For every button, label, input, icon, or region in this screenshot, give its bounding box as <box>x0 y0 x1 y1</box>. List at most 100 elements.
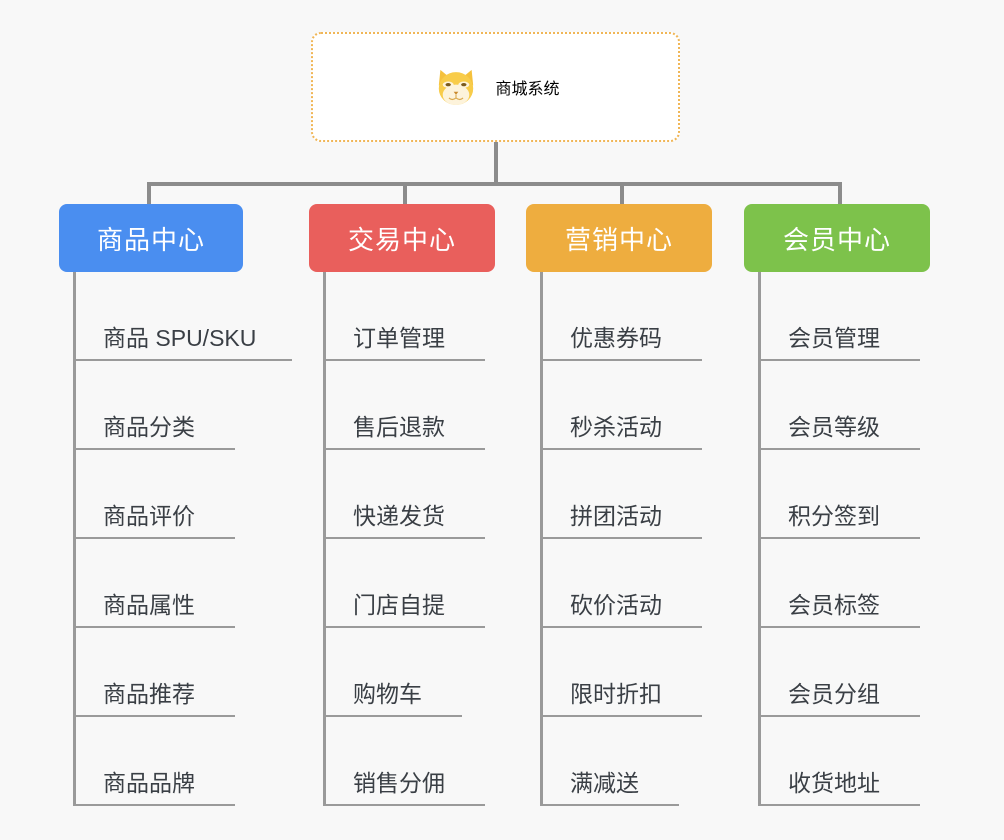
category-label: 会员中心 <box>782 224 891 255</box>
root-title: 商城系统 <box>495 81 560 98</box>
leaf-item[interactable]: 优惠券码 <box>526 272 726 361</box>
leaf-underline <box>73 626 235 628</box>
leaf-underline <box>540 448 702 450</box>
leaf-underline <box>73 359 292 361</box>
connector-drop-3 <box>620 182 624 206</box>
leaf-list: 订单管理 售后退款 快递发货 门店自提 购物车 销售分佣 <box>309 272 509 806</box>
leaf-label: 会员标签 <box>788 592 880 618</box>
leaf-underline <box>73 448 235 450</box>
column-marketing-center: 营销中心 优惠券码 秒杀活动 拼团活动 砍价活动 限时折扣 <box>526 204 726 806</box>
leaf-label: 优惠券码 <box>570 325 662 351</box>
column-spine <box>540 272 543 806</box>
leaf-item[interactable]: 拼团活动 <box>526 450 726 539</box>
leaf-item[interactable]: 会员标签 <box>744 539 944 628</box>
category-label: 交易中心 <box>347 224 456 255</box>
column-transaction-center: 交易中心 订单管理 售后退款 快递发货 门店自提 购物车 <box>309 204 509 806</box>
leaf-underline <box>540 626 702 628</box>
leaf-item[interactable]: 砍价活动 <box>526 539 726 628</box>
leaf-underline <box>73 804 235 806</box>
leaf-label: 限时折扣 <box>570 681 662 707</box>
leaf-label: 商品评价 <box>103 503 195 529</box>
leaf-label: 快递发货 <box>353 503 445 529</box>
leaf-item[interactable]: 会员管理 <box>744 272 944 361</box>
leaf-underline <box>758 448 920 450</box>
leaf-item[interactable]: 销售分佣 <box>309 717 509 806</box>
leaf-label: 商品推荐 <box>103 681 195 707</box>
leaf-label: 订单管理 <box>353 325 445 351</box>
leaf-item[interactable]: 会员等级 <box>744 361 944 450</box>
leaf-item[interactable]: 门店自提 <box>309 539 509 628</box>
leaf-item[interactable]: 秒杀活动 <box>526 361 726 450</box>
leaf-item[interactable]: 商品属性 <box>59 539 305 628</box>
leaf-item[interactable]: 限时折扣 <box>526 628 726 717</box>
leaf-label: 销售分佣 <box>353 770 445 796</box>
leaf-label: 门店自提 <box>353 592 445 618</box>
leaf-label: 收货地址 <box>788 770 880 796</box>
connector-drop-2 <box>403 182 407 206</box>
leaf-label: 商品分类 <box>103 414 195 440</box>
column-spine <box>323 272 326 806</box>
leaf-item[interactable]: 购物车 <box>309 628 509 717</box>
column-spine <box>758 272 761 806</box>
leaf-item[interactable]: 商品评价 <box>59 450 305 539</box>
leaf-underline <box>540 537 702 539</box>
connector-horizontal-bus <box>149 182 840 186</box>
column-spine <box>73 272 76 806</box>
leaf-underline <box>323 626 485 628</box>
leaf-label: 商品品牌 <box>103 770 195 796</box>
leaf-item[interactable]: 商品分类 <box>59 361 305 450</box>
category-header-product-center[interactable]: 商品中心 <box>59 204 243 272</box>
category-label: 商品中心 <box>96 224 205 255</box>
leaf-item[interactable]: 售后退款 <box>309 361 509 450</box>
leaf-list: 商品 SPU/SKU 商品分类 商品评价 商品属性 商品推荐 商品品牌 <box>59 272 305 806</box>
leaf-item[interactable]: 商品 SPU/SKU <box>59 272 305 361</box>
connector-root-stem <box>494 142 498 184</box>
leaf-item[interactable]: 订单管理 <box>309 272 509 361</box>
leaf-label: 商品 SPU/SKU <box>103 325 257 351</box>
leaf-underline <box>323 448 485 450</box>
leaf-underline <box>323 537 485 539</box>
leaf-item[interactable]: 满减送 <box>526 717 726 806</box>
leaf-underline <box>323 804 485 806</box>
category-label: 营销中心 <box>564 224 673 255</box>
leaf-label: 售后退款 <box>353 414 445 440</box>
leaf-label: 会员分组 <box>788 681 880 707</box>
leaf-underline <box>73 537 235 539</box>
leaf-label: 会员等级 <box>788 414 880 440</box>
leaf-underline <box>758 715 920 717</box>
root-node-mall-system[interactable]: 商城系统 <box>311 32 680 142</box>
leaf-item[interactable]: 商品品牌 <box>59 717 305 806</box>
leaf-item[interactable]: 快递发货 <box>309 450 509 539</box>
leaf-underline <box>323 359 485 361</box>
leaf-label: 商品属性 <box>103 592 195 618</box>
leaf-underline <box>758 537 920 539</box>
category-header-transaction-center[interactable]: 交易中心 <box>309 204 495 272</box>
leaf-item[interactable]: 会员分组 <box>744 628 944 717</box>
leaf-underline <box>540 715 702 717</box>
leaf-label: 秒杀活动 <box>570 414 662 440</box>
leaf-underline <box>540 804 679 806</box>
leaf-label: 会员管理 <box>788 325 880 351</box>
category-header-member-center[interactable]: 会员中心 <box>744 204 930 272</box>
leaf-underline <box>758 804 920 806</box>
leaf-label: 购物车 <box>353 681 422 707</box>
leaf-underline <box>323 715 462 717</box>
leaf-list: 会员管理 会员等级 积分签到 会员标签 会员分组 收货地址 <box>744 272 944 806</box>
connector-drop-4 <box>838 182 842 206</box>
leaf-label: 拼团活动 <box>570 503 662 529</box>
leaf-label: 砍价活动 <box>570 592 662 618</box>
column-member-center: 会员中心 会员管理 会员等级 积分签到 会员标签 会员分组 <box>744 204 944 806</box>
leaf-item[interactable]: 收货地址 <box>744 717 944 806</box>
connector-drop-1 <box>147 182 151 206</box>
leaf-item[interactable]: 积分签到 <box>744 450 944 539</box>
leaf-underline <box>758 626 920 628</box>
leaf-list: 优惠券码 秒杀活动 拼团活动 砍价活动 限时折扣 满减送 <box>526 272 726 806</box>
leaf-underline <box>540 359 702 361</box>
leaf-label: 满减送 <box>570 770 639 796</box>
column-product-center: 商品中心 商品 SPU/SKU 商品分类 商品评价 商品属性 商品推荐 <box>59 204 305 806</box>
category-header-marketing-center[interactable]: 营销中心 <box>526 204 712 272</box>
leaf-item[interactable]: 商品推荐 <box>59 628 305 717</box>
leaf-underline <box>73 715 235 717</box>
shiba-dog-face-icon <box>431 62 481 112</box>
